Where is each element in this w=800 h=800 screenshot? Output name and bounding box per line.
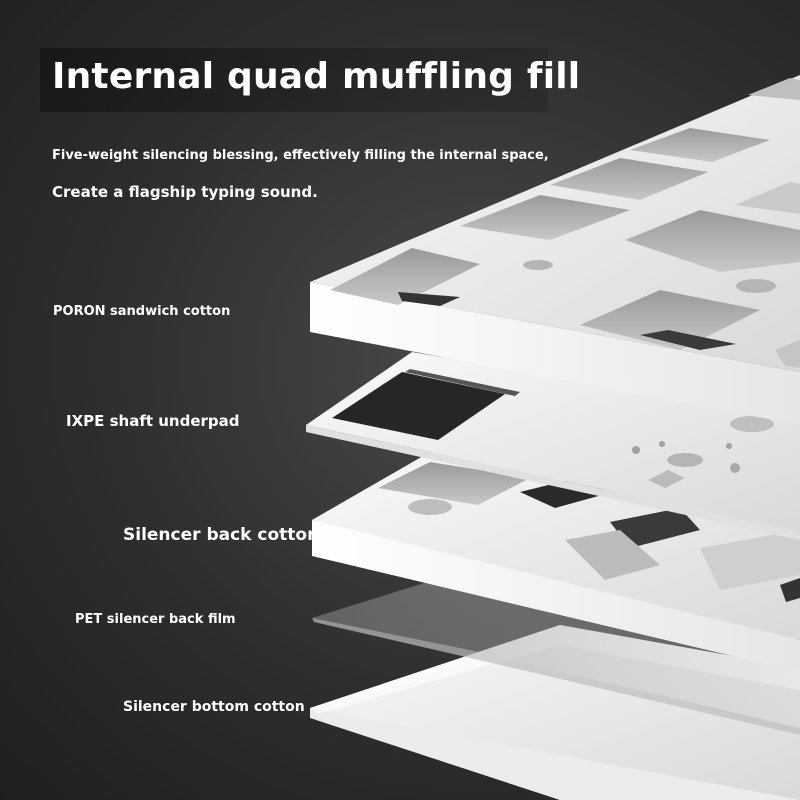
title-background-band bbox=[40, 48, 548, 112]
layer-pet-silencer-film bbox=[312, 575, 800, 735]
label-silencer-back-cotton: Silencer back cotton bbox=[123, 525, 320, 545]
subtitle-line-1: Five-weight silencing blessing, effectiv… bbox=[52, 148, 549, 163]
label-ixpe-shaft-underpad: IXPE shaft underpad bbox=[66, 412, 240, 430]
label-pet-silencer-back-film: PET silencer back film bbox=[75, 612, 236, 627]
subtitle-line-2: Create a flagship typing sound. bbox=[52, 183, 318, 201]
label-silencer-bottom-cotton: Silencer bottom cotton bbox=[123, 699, 305, 715]
page-title: Internal quad muffling fill bbox=[52, 56, 581, 97]
label-poron-sandwich-cotton: PORON sandwich cotton bbox=[53, 304, 231, 319]
layer-poron-sandwich-cotton bbox=[310, 75, 800, 425]
